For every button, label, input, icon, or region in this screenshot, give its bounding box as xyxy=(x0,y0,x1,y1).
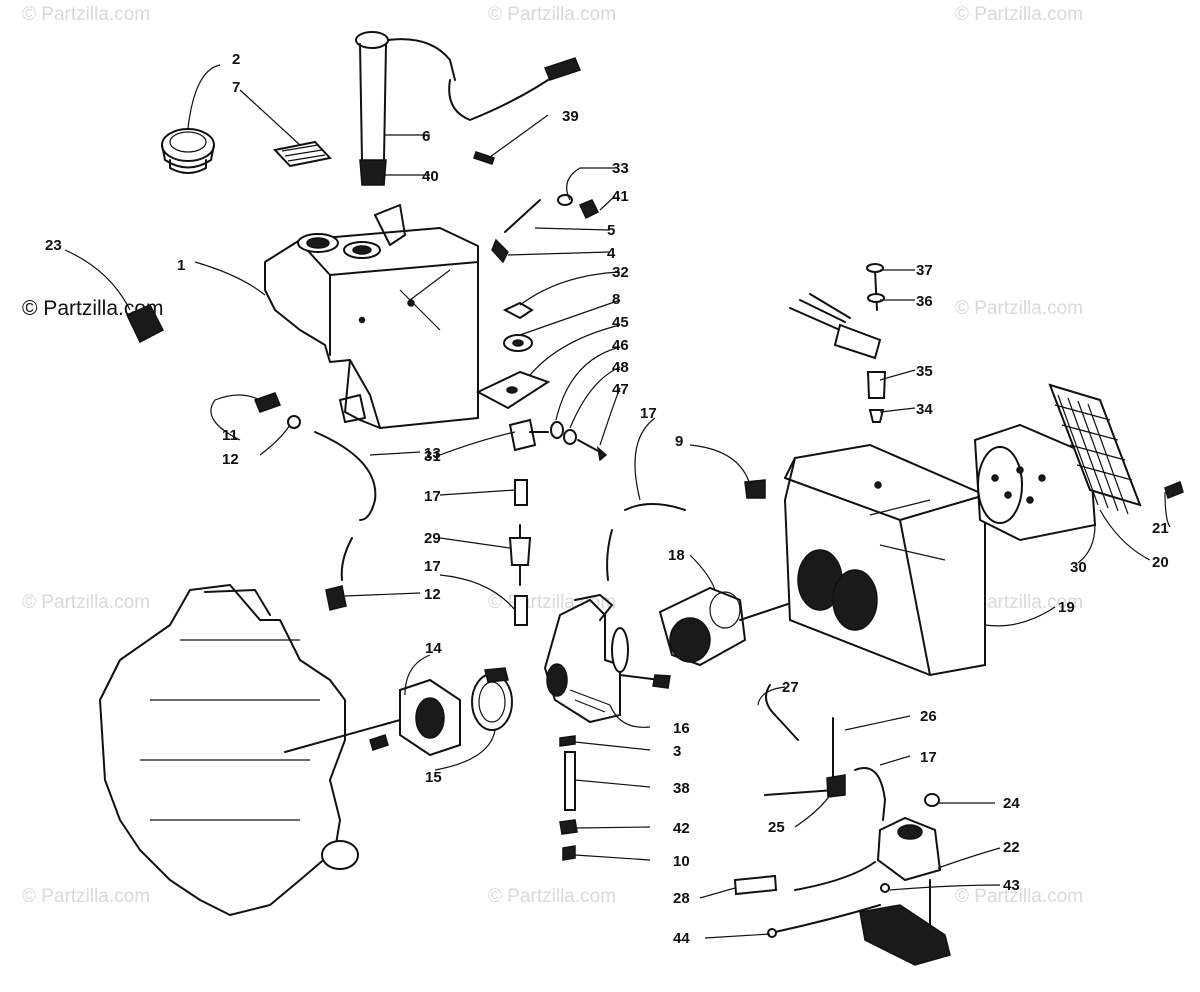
callout-30: 30 xyxy=(1070,559,1087,576)
callout-10: 10 xyxy=(673,853,690,870)
intake-flange-part xyxy=(284,678,461,757)
callout-39: 39 xyxy=(562,108,579,125)
callout-25: 25 xyxy=(768,819,785,836)
level-sender-part xyxy=(355,31,582,186)
callout-37: 37 xyxy=(916,262,933,279)
callout-17: 17 xyxy=(424,488,441,505)
screw-part xyxy=(1164,480,1184,500)
decal-part xyxy=(273,140,332,168)
callout-33: 33 xyxy=(612,160,629,177)
callout-8: 8 xyxy=(612,291,620,308)
vent-hose-part xyxy=(606,503,686,581)
callout-44: 44 xyxy=(673,930,690,947)
callout-15: 15 xyxy=(425,769,442,786)
callout-13: 13 xyxy=(424,445,441,462)
intake-boot-part xyxy=(658,586,801,667)
carburetor-part xyxy=(543,594,671,724)
callout-24: 24 xyxy=(1003,795,1020,812)
callout-4: 4 xyxy=(607,245,616,262)
hardware-parts xyxy=(254,151,608,626)
airbox-part xyxy=(783,443,986,677)
callout-9: 9 xyxy=(675,433,683,450)
watermark: © Partzilla.com xyxy=(488,886,616,907)
oil-tank-part xyxy=(264,204,479,429)
callout-7: 7 xyxy=(232,79,240,96)
callout-16: 16 xyxy=(673,720,690,737)
watermark: © Partzilla.com xyxy=(488,4,616,25)
callout-32: 32 xyxy=(612,264,629,281)
leader-lines xyxy=(64,64,1171,939)
callout-21: 21 xyxy=(1152,520,1169,537)
watermark: © Partzilla.com xyxy=(22,4,150,25)
callout-12: 12 xyxy=(424,586,441,603)
watermark: © Partzilla.com xyxy=(22,592,150,613)
callout-17: 17 xyxy=(424,558,441,575)
callout-45: 45 xyxy=(612,314,629,331)
screen-part xyxy=(1048,383,1142,515)
callout-23: 23 xyxy=(45,237,62,254)
callout-17: 17 xyxy=(920,749,937,766)
impulse-line-parts xyxy=(559,735,578,861)
callout-34: 34 xyxy=(916,401,933,418)
callout-48: 48 xyxy=(612,359,629,376)
callout-11: 11 xyxy=(222,427,238,444)
callout-18: 18 xyxy=(668,547,685,564)
callout-20: 20 xyxy=(1152,554,1169,571)
callout-6: 6 xyxy=(422,128,430,145)
engine-outline-part xyxy=(99,584,359,916)
silencer-part xyxy=(973,423,1097,542)
callout-47: 47 xyxy=(612,381,629,398)
callout-28: 28 xyxy=(673,890,690,907)
callout-2: 2 xyxy=(232,51,240,68)
callout-27: 27 xyxy=(782,679,799,696)
callout-3: 3 xyxy=(673,743,681,760)
callout-14: 14 xyxy=(425,640,442,657)
clip-part xyxy=(744,479,766,499)
fuel-pump-part xyxy=(859,793,951,966)
callout-36: 36 xyxy=(916,293,933,310)
callout-26: 26 xyxy=(920,708,937,725)
callout-1: 1 xyxy=(177,257,185,274)
clamp-part xyxy=(471,667,513,731)
callout-43: 43 xyxy=(1003,877,1020,894)
callout-labels: 1 2 7 6 40 39 33 41 5 4 23 32 8 45 46 48… xyxy=(45,51,1169,947)
callout-38: 38 xyxy=(673,780,690,797)
watermark: © Partzilla.com xyxy=(955,886,1083,907)
watermark: © Partzilla.com xyxy=(955,4,1083,25)
callout-19: 19 xyxy=(1058,599,1075,616)
callout-40: 40 xyxy=(422,168,439,185)
callout-46: 46 xyxy=(612,337,629,354)
pump-bracket-part xyxy=(765,684,846,798)
callout-29: 29 xyxy=(424,530,441,547)
callout-22: 22 xyxy=(1003,839,1020,856)
callout-12: 12 xyxy=(222,451,239,468)
callout-31: 31 xyxy=(424,448,441,465)
callout-5: 5 xyxy=(607,222,615,239)
callout-17: 17 xyxy=(640,405,657,422)
small-decal-part xyxy=(125,304,165,344)
tank-cap-part xyxy=(161,128,215,174)
callout-41: 41 xyxy=(612,188,629,205)
watermark: © Partzilla.com xyxy=(955,298,1083,319)
watermark: © Partzilla.com xyxy=(955,592,1083,613)
watermarks: © Partzilla.com © Partzilla.com © Partzi… xyxy=(22,4,1083,907)
callout-35: 35 xyxy=(916,363,933,380)
pump-hoses-part xyxy=(733,767,886,938)
mount-hardware-parts xyxy=(789,263,887,423)
callout-42: 42 xyxy=(673,820,690,837)
watermark: © Partzilla.com xyxy=(22,886,150,907)
